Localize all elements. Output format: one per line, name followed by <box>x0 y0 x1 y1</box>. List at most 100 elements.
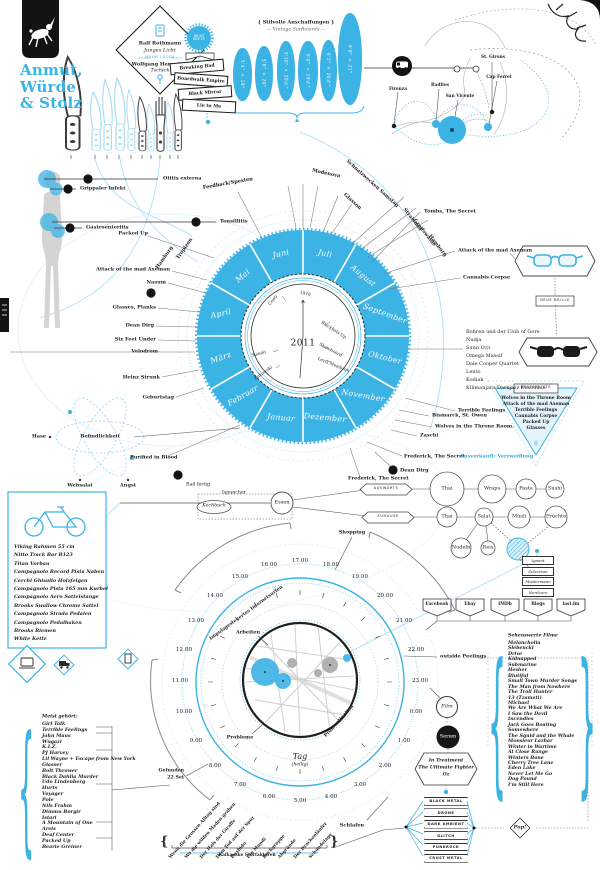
food-muesli: Müsli <box>511 513 527 520</box>
list-item: The Man from Nowhere <box>508 684 571 690</box>
food-pasta: Pasta <box>519 485 533 492</box>
list-item: Nitto Track Bar B123 <box>14 552 73 559</box>
pennant-ebay: Ebay <box>464 601 476 607</box>
pennant-imdb: IMDb <box>498 601 512 607</box>
food-wraps: Wraps <box>483 485 501 492</box>
list-item: I Saw the Devil <box>508 711 548 717</box>
title-line: & Stolz <box>20 94 83 112</box>
food-salat: Salat <box>477 513 491 520</box>
surf-brace <box>225 105 365 119</box>
list-item: Cherry Tree Lane <box>508 760 554 766</box>
numbered-badge <box>63 184 73 194</box>
hour-label: 16.00 <box>260 562 278 569</box>
callout: Frederick, The Secret <box>404 453 465 460</box>
year-label: 2011 <box>290 338 316 349</box>
pop-label: Pop! <box>513 824 527 831</box>
list-item: Hurts <box>42 785 58 792</box>
books-brace-left: { <box>160 834 169 850</box>
tag-label: Tag <box>292 752 308 761</box>
list-item: Hesher <box>508 668 527 674</box>
hour-label: 19.00 <box>351 574 369 581</box>
food-fruechte: Früchte <box>545 513 567 520</box>
callout-lines <box>10 184 516 478</box>
health-grippe: Grippaler Infekt <box>80 185 126 192</box>
music-connectors <box>96 726 171 851</box>
badge-title: Junges Licht <box>144 47 176 54</box>
list-item: PUNKROCK <box>424 842 468 852</box>
list-item: Sunn O))) <box>466 345 491 351</box>
starburst-badge <box>187 26 211 50</box>
callout: Purified in Blood <box>130 454 178 461</box>
neue-brille-label: NEUE BRILLE <box>540 298 570 303</box>
besten-header: BESTENLISTE <box>520 385 552 390</box>
callout: Glasses, Planks <box>112 304 156 311</box>
list-item: Dale Cooper Quartet <box>466 361 519 367</box>
glasses-hexagon-black <box>518 337 598 367</box>
music-header: Meist gehört: <box>42 714 78 720</box>
list-item: Istari <box>42 814 57 821</box>
list-item: Terrible Feelings <box>42 726 88 733</box>
hour-label: 3.00 <box>353 782 367 789</box>
list-item: CRUST METAL <box>424 853 468 863</box>
essen-label: Essen <box>274 499 290 506</box>
list-item: A Mountain of One <box>42 820 93 827</box>
list-item: Voyager <box>42 791 64 798</box>
list-item: BLACK METAL <box>424 797 468 806</box>
list-item: Campagnolo Pedalhaken <box>14 619 82 626</box>
pop-diamond <box>509 817 531 839</box>
rad-fertig-label: Rad fertig <box>186 482 211 488</box>
map-label-san-vicente: San Vicente <box>445 93 475 99</box>
list-item: Winter in Wartime <box>508 744 557 750</box>
list-item: Campagnolo Strada Pedalen <box>14 611 92 618</box>
numbered-badge <box>65 223 75 233</box>
list-item: Eden Lake <box>508 766 536 772</box>
list-item: Attack of the mad Axeman <box>502 402 570 408</box>
map-label-radlios: Radlios <box>430 82 450 88</box>
clock-connector-lines <box>185 536 442 821</box>
numbered-badge <box>191 217 201 227</box>
list-item: Jack Goes Boating <box>508 722 557 728</box>
list-item: Melancholia <box>508 641 541 646</box>
clock-probleme: Probleme <box>226 734 254 741</box>
numbered-badge <box>173 470 183 480</box>
list-item: White Kette <box>14 636 47 643</box>
list-item: Submarine <box>508 662 537 668</box>
list-item: Small Town Murder Songs <box>508 679 577 685</box>
black-glasses-icon <box>529 346 588 357</box>
year-clock-hands <box>299 299 305 379</box>
callout: Wolves in the Throne Room. <box>435 423 514 430</box>
blue-glasses-icon <box>526 254 584 267</box>
list-item: Packed Up <box>522 420 550 426</box>
clock-schlafen: Schlafen <box>339 822 365 829</box>
kochbuch-oval <box>196 500 232 514</box>
map-dot-cap-ferret <box>484 123 492 131</box>
clock-gefunden2: 22 Set <box>167 775 184 781</box>
food-thai: Thai <box>441 485 453 492</box>
list-item: Brooks Swallow Chrome Sattel <box>14 602 99 609</box>
list-item: Kodiak <box>466 377 484 383</box>
badge-divider: MEHR LESEN <box>145 55 175 60</box>
auswaerts-label: AUSWÄRTS <box>373 486 399 491</box>
list-item: Somewhere <box>508 728 539 734</box>
title-line: Anmut, <box>20 61 83 79</box>
month-dividers <box>197 230 409 442</box>
books-brace-right: } <box>330 834 339 850</box>
list-item: The Squid and the Whale <box>508 733 575 739</box>
clock-gefunden: Gefunden <box>158 768 185 774</box>
callout-sold-out: Ausverkauft: Verzweiflung <box>460 453 534 460</box>
list-item: I'm Still Here <box>508 782 544 788</box>
truck-icon <box>59 661 70 669</box>
list-item: Pole <box>42 796 54 803</box>
list-item: Cerchi Ghisallo Holzfelgen <box>14 577 88 584</box>
list-item: DRONE <box>424 808 468 818</box>
list-item: Drive <box>508 651 523 657</box>
list-item: Mustermann <box>522 577 554 587</box>
surfboard: 6'8" × 21" <box>338 13 362 105</box>
brace-left: { <box>488 630 507 814</box>
list-item: Dog Pound <box>508 777 537 783</box>
brace-left: { <box>18 706 35 870</box>
tag-sub-label: (heilig) <box>291 762 309 768</box>
